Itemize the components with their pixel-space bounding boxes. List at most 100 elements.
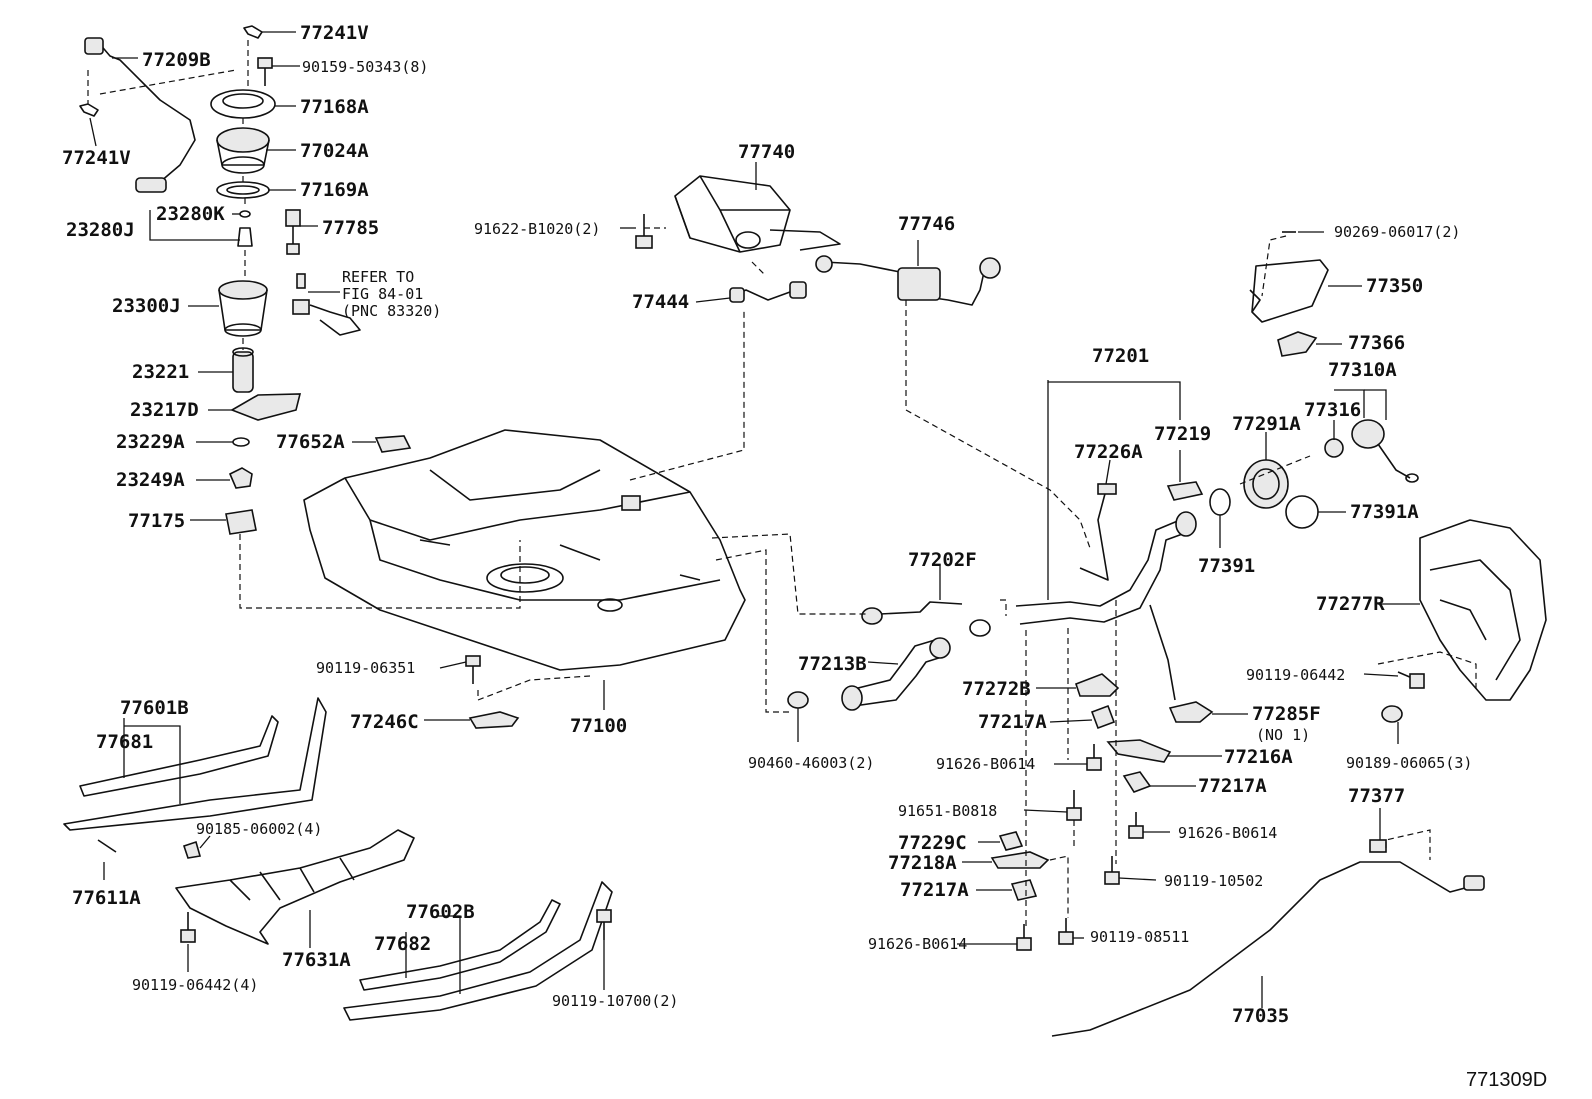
fuel-tank-part [303,429,746,671]
o-ring-77391-part [1209,488,1231,516]
label-77740: 77740 [738,141,795,163]
label-90119-06442-4: 90119-06442(4) [132,976,258,994]
label-77024A: 77024A [300,140,369,162]
bracket-77216A-part [1106,739,1172,763]
filler-ring-part [1243,459,1289,509]
label-77277R: 77277R [1316,593,1385,615]
label-77218A: 77218A [888,852,957,874]
figure-id: 771309D [1466,1069,1547,1091]
label-77631A: 77631A [282,949,351,971]
sender-wire-part [87,41,196,187]
clamp-77217A-2-part [1122,771,1152,793]
label-77652A: 77652A [276,431,345,453]
label-91626-B0614-3: 91626-B0614 [868,935,967,953]
pump-filter-part [230,393,302,421]
label-77201: 77201 [1092,345,1149,367]
o-ring-77391A-part [1285,495,1319,529]
clamp-77217A-1-part [1090,704,1116,730]
charcoal-canister-part [674,175,841,253]
screw-90159-part [257,57,273,86]
label-91622-B1020: 91622-B1020(2) [474,220,600,238]
opener-cable-part [1051,839,1485,1037]
stud-77611A-part [97,839,117,853]
hose-77746-part [815,255,1001,306]
label-77350: 77350 [1366,275,1423,297]
assembly-lines [87,40,1477,930]
clip-top-part [243,25,263,39]
filler-protector-part [1419,519,1547,701]
label-90119-08511: 90119-08511 [1090,928,1189,946]
label-refer-pnc: (PNC 83320) [342,302,441,320]
fitting-23280J-part [237,227,253,247]
lid-lock-part [1277,331,1318,357]
label-77241V-left: 77241V [62,147,131,169]
fuel-tank-strap-right-part [343,881,613,1021]
label-77285F-sub: (NO 1) [1256,726,1310,744]
label-91651-B0818: 91651-B0818 [898,802,997,820]
label-77601B: 77601B [120,697,189,719]
o-ring-small-part [239,210,251,218]
label-77285F: 77285F [1252,703,1321,725]
label-77217A-3: 77217A [900,879,969,901]
label-77291A: 77291A [1232,413,1301,435]
bolt-90119-06442-right-part [1397,671,1425,689]
label-77681: 77681 [96,731,153,753]
label-90159-50343: 90159-50343(8) [302,58,428,76]
label-23221: 23221 [132,361,189,383]
label-77310A: 77310A [1328,359,1397,381]
label-refer-to: REFER TO [342,268,414,286]
label-77602B: 77602B [406,901,475,923]
label-23280J: 23280J [66,219,135,241]
part-labels: 77241V 77209B 90159-50343(8) 77168A 7724… [62,22,1547,1091]
label-77216A: 77216A [1224,746,1293,768]
label-77202F: 77202F [908,549,977,571]
bracket-77272B-part [1074,673,1120,697]
clamp-part [969,619,991,637]
fuel-lid-part [1249,231,1329,323]
sender-plug-part [135,177,167,193]
label-77316: 77316 [1304,399,1361,421]
inlet-hose-part [841,637,951,711]
tank-pad-part [374,435,412,453]
label-90185-06002: 90185-06002(4) [196,820,322,838]
fuel-pump-part [232,347,254,393]
label-77746: 77746 [898,213,955,235]
label-23249A: 23249A [116,469,185,491]
label-77213B: 77213B [798,653,867,675]
bolt-91651-part [1066,790,1082,821]
pump-bracket-part [216,127,270,174]
label-23300J: 23300J [112,295,181,317]
label-91626-B0614-2: 91626-B0614 [1178,824,1277,842]
label-77785: 77785 [322,217,379,239]
label-90119-10502: 90119-10502 [1164,872,1263,890]
connector-77785-part [285,209,301,255]
parts-drawings [63,25,1547,1037]
clip-90185-part [182,840,202,859]
pump-housing-part [218,280,268,337]
label-90189-06065: 90189-06065(3) [1346,754,1472,772]
label-23217D: 23217D [130,399,199,421]
label-90119-06351: 90119-06351 [316,659,415,677]
bolt-90119-08511-part [1058,918,1074,945]
filler-pipe-part [1015,483,1197,701]
clip-left-part [79,103,99,117]
label-90119-10700: 90119-10700(2) [552,992,678,1010]
bolt-91626-1-part [1086,744,1102,771]
cushion-part [228,467,253,489]
rubber-ring-part [232,437,250,447]
bracket-77219-part [1166,481,1204,501]
breather-hose-part [861,601,963,625]
label-77444: 77444 [632,291,689,313]
label-77219: 77219 [1154,423,1211,445]
bracket-77218A-part [990,851,1050,869]
sender-connector-part [84,37,104,55]
label-refer-fig: FIG 84-01 [342,285,423,303]
bolt-90119-06351-part [465,655,481,684]
label-77217A-1: 77217A [978,711,1047,733]
label-77611A: 77611A [72,887,141,909]
bracket-77246C-part [468,711,520,729]
label-77241V-top: 77241V [300,22,369,44]
label-77226A: 77226A [1074,441,1143,463]
leader-lines [89,31,1420,1008]
label-23280K: 23280K [156,203,225,225]
